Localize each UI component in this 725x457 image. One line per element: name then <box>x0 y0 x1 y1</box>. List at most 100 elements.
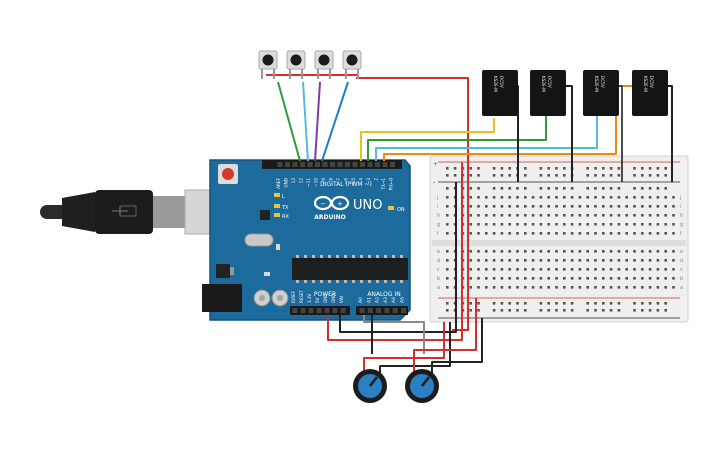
svg-text:−: − <box>320 200 326 208</box>
model-label: UNO <box>353 198 382 213</box>
push-button <box>286 50 306 79</box>
row-letter: e <box>437 249 440 255</box>
arduino-logo: − + <box>313 195 350 211</box>
header-pin-label: ~9 <box>321 178 326 185</box>
brand-label: ARDUINO <box>314 214 345 221</box>
power-pin-label: RESET <box>299 290 304 303</box>
row-letter: i <box>680 204 681 210</box>
usb-cable <box>40 189 238 235</box>
power-pin-label: 3.3V <box>307 294 312 303</box>
row-letter: j <box>679 195 681 201</box>
header-pin-label: 4 <box>359 178 364 181</box>
reset-button <box>222 168 234 180</box>
wire-gnd-black <box>339 182 457 333</box>
row-letter: i <box>437 204 438 210</box>
push-button <box>342 50 362 79</box>
relay-label: KS2E-M <box>643 76 648 92</box>
header-pin-label: TX→1 <box>381 178 386 191</box>
wire-a0-grey <box>363 315 425 354</box>
wire-purple <box>314 81 321 162</box>
row-letter: g <box>437 222 440 228</box>
header-pin-label: ~6 <box>344 178 349 185</box>
push-button <box>314 50 334 79</box>
header-pin-label: 7 <box>336 178 341 181</box>
analog-pin-label: A1 <box>366 297 372 303</box>
relay-label: KS2E-M <box>541 76 546 92</box>
relay-label: DC5V <box>649 76 654 88</box>
row-letter: e <box>680 249 683 255</box>
row-letter: j <box>436 195 438 201</box>
tx-label: TX <box>281 205 289 211</box>
potentiometers <box>353 369 439 403</box>
relay-label: DC5V <box>600 76 605 88</box>
row-letter: d <box>680 258 683 264</box>
wire-cyan-relay <box>375 112 598 161</box>
digital-label: DIGITAL (PWM ~) <box>320 181 372 188</box>
row-letter: h <box>437 213 440 219</box>
push-buttons <box>258 50 362 79</box>
row-letter: f <box>680 231 682 237</box>
power-pin-label: GND <box>331 294 336 303</box>
rail-plus-top: + <box>433 161 438 168</box>
header-pin-label: RX←0 <box>389 178 394 190</box>
power-pin-label: GND <box>323 294 328 303</box>
header-pin-label: 12 <box>299 178 304 184</box>
wire-green-relay <box>367 112 547 161</box>
header-pin-label: ~3 <box>366 178 371 185</box>
wire-cyan <box>302 81 309 162</box>
rx-label: RX <box>282 214 289 220</box>
header-pin-label: ~5 <box>351 178 356 185</box>
wire-blue <box>321 81 349 162</box>
wire-5v-red <box>327 162 463 341</box>
row-letter: f <box>437 231 439 237</box>
push-button <box>258 50 278 79</box>
atmega-chip <box>292 258 408 280</box>
relay-label: DC5V <box>499 76 504 88</box>
header-pin-label: 2 <box>374 178 379 181</box>
analog-pin-label: A2 <box>375 297 381 303</box>
row-letter: a <box>680 285 683 291</box>
wire-green <box>277 81 301 162</box>
wire-pot2-red <box>413 298 477 384</box>
analog-pin-label: A0 <box>358 297 364 303</box>
analog-header <box>356 306 408 315</box>
analog-pin-label: A4 <box>391 297 397 303</box>
on-label: ON <box>397 207 405 213</box>
analog-pin-label: A5 <box>400 297 406 303</box>
row-letter: c <box>437 267 440 273</box>
potentiometer <box>353 369 387 403</box>
row-letter: h <box>680 213 683 219</box>
wire-yellow <box>360 118 495 161</box>
svg-text:+: + <box>337 200 343 208</box>
wire-relay2-gnd <box>564 85 573 182</box>
row-letter: c <box>680 267 683 273</box>
power-label: POWER <box>314 291 336 298</box>
wires <box>266 74 673 384</box>
power-pin-label: 5V <box>315 297 320 303</box>
power-pin-label: VIN <box>339 296 344 303</box>
row-letter: b <box>437 276 440 282</box>
l-led-label: L <box>282 194 285 200</box>
potentiometer <box>405 369 439 403</box>
header-pin-label: 13 <box>291 178 296 184</box>
power-pin-label: IOREF <box>291 290 296 303</box>
row-letter: g <box>680 222 683 228</box>
row-letter: a <box>437 285 440 291</box>
analog-label: ANALOG IN <box>367 291 400 298</box>
relay-label: KS2E-M <box>493 76 498 92</box>
rail-minus-top: - <box>433 179 435 186</box>
header-pin-label: ~11 <box>306 178 311 187</box>
relay-label: DC5V <box>547 76 552 88</box>
row-letter: d <box>437 258 440 264</box>
header-pin-label: GND <box>284 178 289 188</box>
header-pin-label: 8 <box>329 178 334 181</box>
relay-label: KS2E-M <box>594 76 599 92</box>
header-pin-label: AREF <box>276 177 281 188</box>
